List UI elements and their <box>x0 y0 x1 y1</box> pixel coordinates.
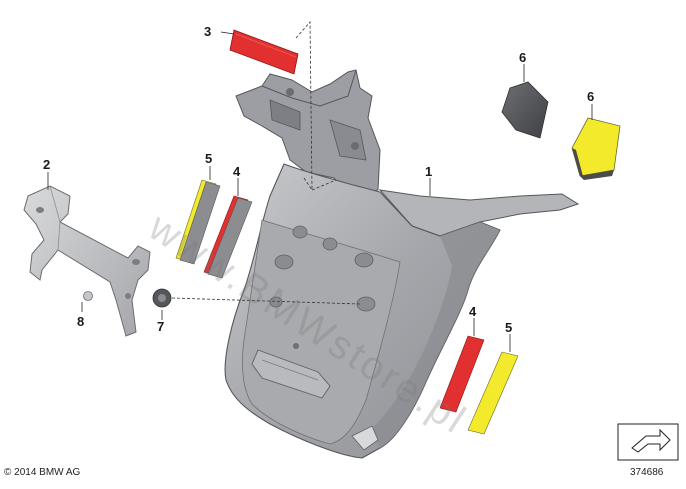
reflector-red-top <box>229 29 299 75</box>
callout-4-lower: 4 <box>469 304 477 319</box>
leader-lines <box>47 20 593 352</box>
callout-5-upper: 5 <box>205 151 212 166</box>
reflector-yellow-upper <box>175 179 221 265</box>
callout-6-left: 6 <box>519 50 526 65</box>
callout-7: 7 <box>157 319 164 334</box>
callout-1: 1 <box>425 164 432 179</box>
callout-2: 2 <box>43 157 50 172</box>
mounting-bracket <box>23 185 151 337</box>
screw <box>83 291 93 301</box>
pad-yellow <box>571 117 621 180</box>
reflector-red-upper <box>203 195 253 279</box>
copyright-text: © 2014 BMW AG <box>4 467 81 478</box>
license-plate-holder <box>224 69 580 459</box>
image-number: 374686 <box>630 467 664 478</box>
callout-5-lower: 5 <box>505 320 512 335</box>
callout-6-right: 6 <box>587 89 594 104</box>
callout-8: 8 <box>77 314 84 329</box>
reflector-yellow-lower <box>467 351 519 435</box>
reflector-red-lower <box>439 335 485 413</box>
callout-3: 3 <box>204 24 211 39</box>
pad-dark <box>501 81 549 139</box>
callout-4-upper: 4 <box>233 164 241 179</box>
grommet <box>152 288 172 308</box>
arrow-box-icon <box>617 423 679 461</box>
